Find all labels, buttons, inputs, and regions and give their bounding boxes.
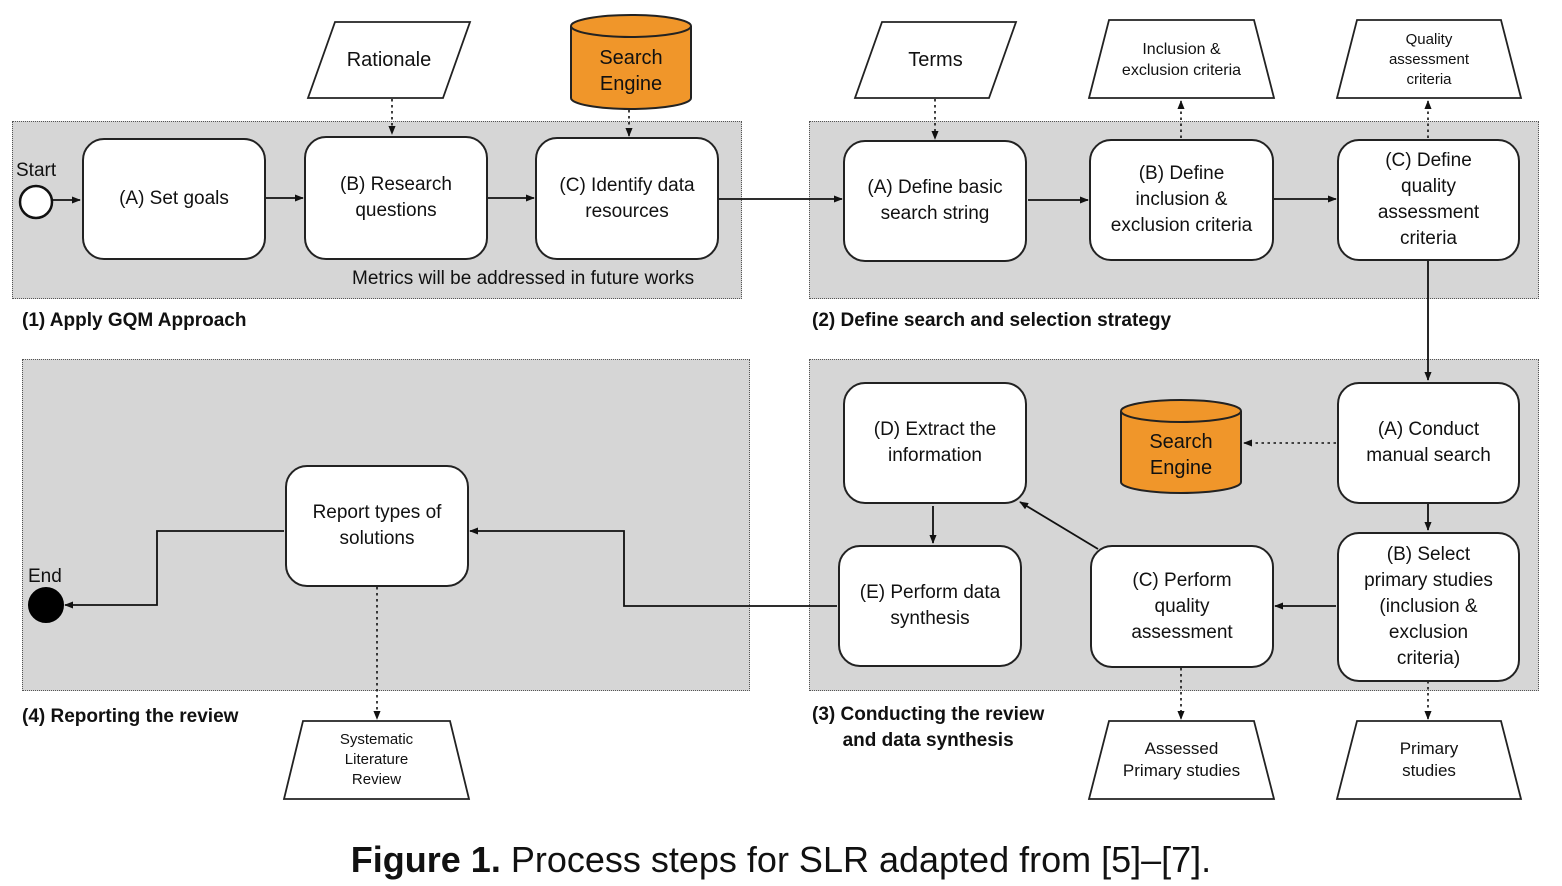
step-p2-a-line-1: (A) Define basic <box>867 177 1003 198</box>
step-p1-a-text: (A) Set goals <box>119 188 229 209</box>
step-p3-d-line-1: (D) Extract the <box>873 419 997 440</box>
incl-excl-output-line-2: exclusion criteria <box>1121 62 1242 79</box>
step-p3-d-line-2: information <box>887 445 982 466</box>
slr-output-shape <box>282 720 471 800</box>
step-p1-a-set-goals[interactable]: (A) Set goals <box>82 138 266 260</box>
quality-criteria-output-label: Quality assessment criteria <box>1337 22 1521 98</box>
primary-output-shape <box>1335 720 1523 800</box>
figure-caption-text: Process steps for SLR adapted from [5]–[… <box>500 839 1212 880</box>
step-p1-b-research-questions[interactable]: (B) Research questions <box>304 136 488 260</box>
step-p1-c-identify-resources[interactable]: (C) Identify data resources <box>535 137 719 260</box>
quality-criteria-output-line-1: Quality <box>1405 31 1453 48</box>
step-p2-b-line-3: exclusion criteria <box>1110 215 1253 236</box>
rationale-label: Rationale <box>346 48 432 71</box>
step-p2-c-line-2: quality <box>1401 176 1456 197</box>
step-p2-c-quality-criteria[interactable]: (C) Define quality assessment criteria <box>1337 139 1520 261</box>
step-p3-d-extract[interactable]: (D) Extract the information <box>843 382 1027 504</box>
slr-output-label: Systematic Literature Review <box>284 723 469 797</box>
phase-3-label-line-1: (3) Conducting the review <box>812 704 1045 725</box>
step-p1-b-line-2: questions <box>355 200 437 221</box>
slr-output-line-2: Literature <box>344 751 409 768</box>
step-p2-a-search-string[interactable]: (A) Define basic search string <box>843 140 1027 262</box>
step-p2-c-line-1: (C) Define <box>1385 150 1472 171</box>
step-p3-b-line-4: exclusion <box>1388 622 1469 643</box>
step-p3-a-line-2: manual search <box>1366 445 1491 466</box>
primary-output-label: Primary studies <box>1337 723 1521 797</box>
phase-1-note: Metrics will be addressed in future work… <box>352 268 695 289</box>
assessed-output-shape <box>1087 720 1276 800</box>
step-p1-c-line-2: resources <box>585 200 669 222</box>
flow-report-to-end <box>64 530 284 609</box>
start-label: Start <box>16 160 57 181</box>
step-p3-a-line-1: (A) Conduct <box>1377 419 1480 440</box>
search-engine-db-1 <box>570 14 692 110</box>
step-p1-b-line-1: (B) Research <box>340 174 452 195</box>
end-event <box>28 587 64 623</box>
step-p4-report-solutions[interactable]: Report types of solutions <box>285 465 469 587</box>
step-p2-b-line-2: inclusion & <box>1135 189 1228 210</box>
figure-caption-number: Figure 1. <box>350 839 501 880</box>
rationale-data-shape <box>306 21 472 99</box>
assessed-output-label: Assessed Primary studies <box>1089 723 1274 797</box>
flow-p3c-to-p3d <box>1019 501 1099 550</box>
phase-3-label: (3) Conducting the review and data synth… <box>812 702 1044 754</box>
incl-excl-output-label: Inclusion & exclusion criteria <box>1089 24 1274 96</box>
step-p3-e-line-2: synthesis <box>890 608 970 629</box>
step-p3-a-manual-search[interactable]: (A) Conduct manual search <box>1337 382 1520 504</box>
search-engine-db-2-label: Search Engine <box>1121 424 1241 486</box>
primary-output-line-2: studies <box>1402 761 1456 780</box>
slr-output-line-3: Review <box>351 771 402 788</box>
incl-excl-output-line-1: Inclusion & <box>1142 41 1221 58</box>
step-p2-b-incl-excl[interactable]: (B) Define inclusion & exclusion criteri… <box>1089 139 1274 261</box>
step-p3-c-line-2: quality <box>1154 595 1210 617</box>
terms-data-shape <box>853 21 1018 99</box>
incl-excl-output-shape <box>1087 19 1276 99</box>
step-p3-b-line-3: (inclusion & <box>1379 596 1478 617</box>
step-p2-a-line-2: search string <box>880 203 990 224</box>
step-p3-b-line-5: criteria) <box>1396 648 1461 669</box>
db1-line-2: Engine <box>599 73 663 95</box>
step-p4-line-1: Report types of <box>312 502 442 523</box>
assessed-output-line-2: Primary studies <box>1122 761 1241 780</box>
figure-caption: Figure 1. Process steps for SLR adapted … <box>0 838 1562 882</box>
step-p2-b-line-1: (B) Define <box>1138 163 1225 184</box>
step-p2-c-line-3: assessment <box>1377 202 1480 223</box>
quality-criteria-output-line-3: criteria <box>1406 71 1452 88</box>
phase-2-label: (2) Define search and selection strategy <box>812 310 1172 331</box>
assessed-output-line-1: Assessed <box>1144 739 1219 758</box>
step-p3-c-line-3: assessment <box>1131 621 1233 643</box>
end-label: End <box>28 566 62 587</box>
step-p3-c-line-1: (C) Perform <box>1132 569 1232 591</box>
step-p3-b-line-2: primary studies <box>1364 570 1493 591</box>
db1-line-1: Search <box>599 47 663 69</box>
search-engine-db-1-label: Search Engine <box>571 40 691 102</box>
phase-3-label-line-2: and data synthesis <box>842 730 1014 751</box>
step-p2-c-line-4: criteria <box>1399 228 1457 249</box>
db2-line-2: Engine <box>1149 457 1213 479</box>
step-p3-c-quality-assessment[interactable]: (C) Perform quality assessment <box>1090 545 1274 668</box>
terms-label: Terms <box>908 48 963 71</box>
phase-4-label: (4) Reporting the review <box>22 706 239 727</box>
step-p4-line-2: solutions <box>339 528 415 549</box>
step-p3-e-line-1: (E) Perform data <box>859 582 1001 603</box>
step-p1-c-line-1: (C) Identify data <box>559 174 695 196</box>
quality-criteria-output-shape <box>1335 19 1523 99</box>
search-engine-db-2 <box>1120 399 1242 494</box>
db2-line-1: Search <box>1149 431 1213 453</box>
slr-output-line-1: Systematic <box>339 731 414 748</box>
flow-p3e-to-report <box>469 527 837 607</box>
start-event <box>18 184 54 220</box>
step-p3-b-select-primary[interactable]: (B) Select primary studies (inclusion & … <box>1337 532 1520 682</box>
primary-output-line-1: Primary <box>1399 739 1459 758</box>
phase-1-label: (1) Apply GQM Approach <box>22 310 247 331</box>
step-p3-e-synthesis[interactable]: (E) Perform data synthesis <box>838 545 1022 667</box>
quality-criteria-output-line-2: assessment <box>1388 51 1470 68</box>
step-p3-b-line-1: (B) Select <box>1386 544 1471 565</box>
